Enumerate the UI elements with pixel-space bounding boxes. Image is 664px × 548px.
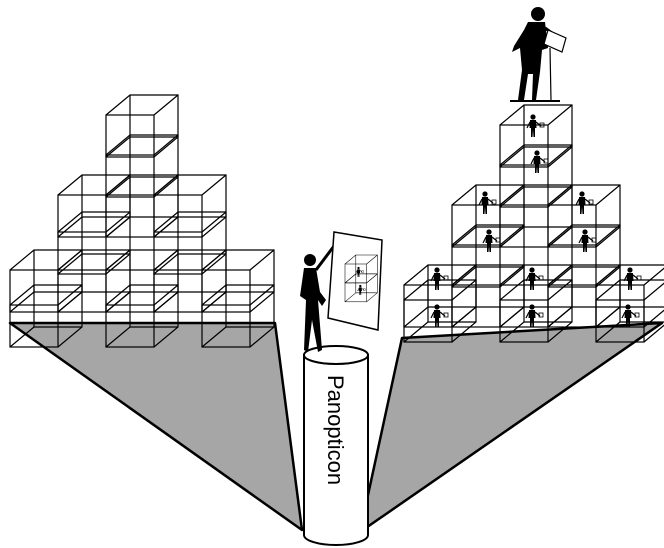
panopticon-tower: Panopticon — [303, 345, 369, 546]
left-floor — [8, 321, 304, 532]
tower-label: Panopticon — [323, 375, 348, 485]
monitor-screen — [327, 231, 383, 331]
left-cell-block — [9, 94, 275, 348]
inmate-figures — [430, 113, 642, 328]
right-floor — [358, 321, 664, 534]
overseer-figure — [510, 7, 567, 102]
guard-figure — [300, 231, 383, 352]
